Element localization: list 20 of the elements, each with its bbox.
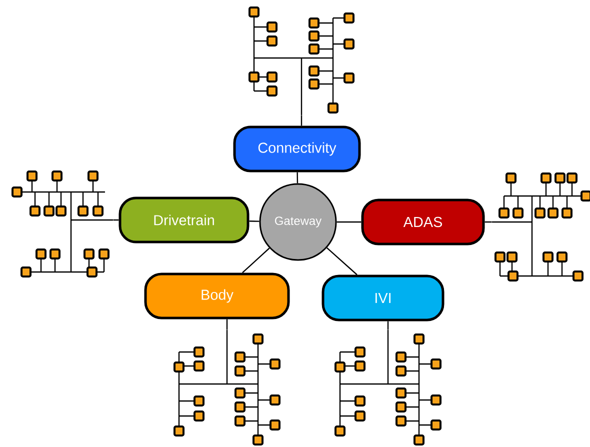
connector-line	[326, 247, 358, 276]
connector-line	[242, 248, 270, 274]
connector-line	[226, 319, 228, 330]
domain-pill: Drivetrain	[118, 196, 250, 244]
network-tree-drawing	[248, 6, 354, 115]
domain-pill: Connectivity	[233, 126, 361, 172]
domain-pill: ADAS	[361, 198, 485, 246]
connector-line	[113, 219, 119, 221]
connector-line	[296, 172, 298, 184]
connector-line	[387, 321, 389, 330]
network-tree-drawing	[334, 330, 442, 446]
connector-line	[484, 221, 492, 223]
domain-pill: IVI	[322, 274, 444, 322]
domain-pill: Body	[144, 272, 290, 320]
network-tree-drawing	[12, 170, 113, 278]
network-tree-drawing	[174, 330, 280, 446]
connector-line	[249, 220, 260, 222]
network-tree-drawing	[492, 172, 590, 282]
connector-line	[300, 115, 302, 126]
connector-line	[336, 221, 362, 223]
